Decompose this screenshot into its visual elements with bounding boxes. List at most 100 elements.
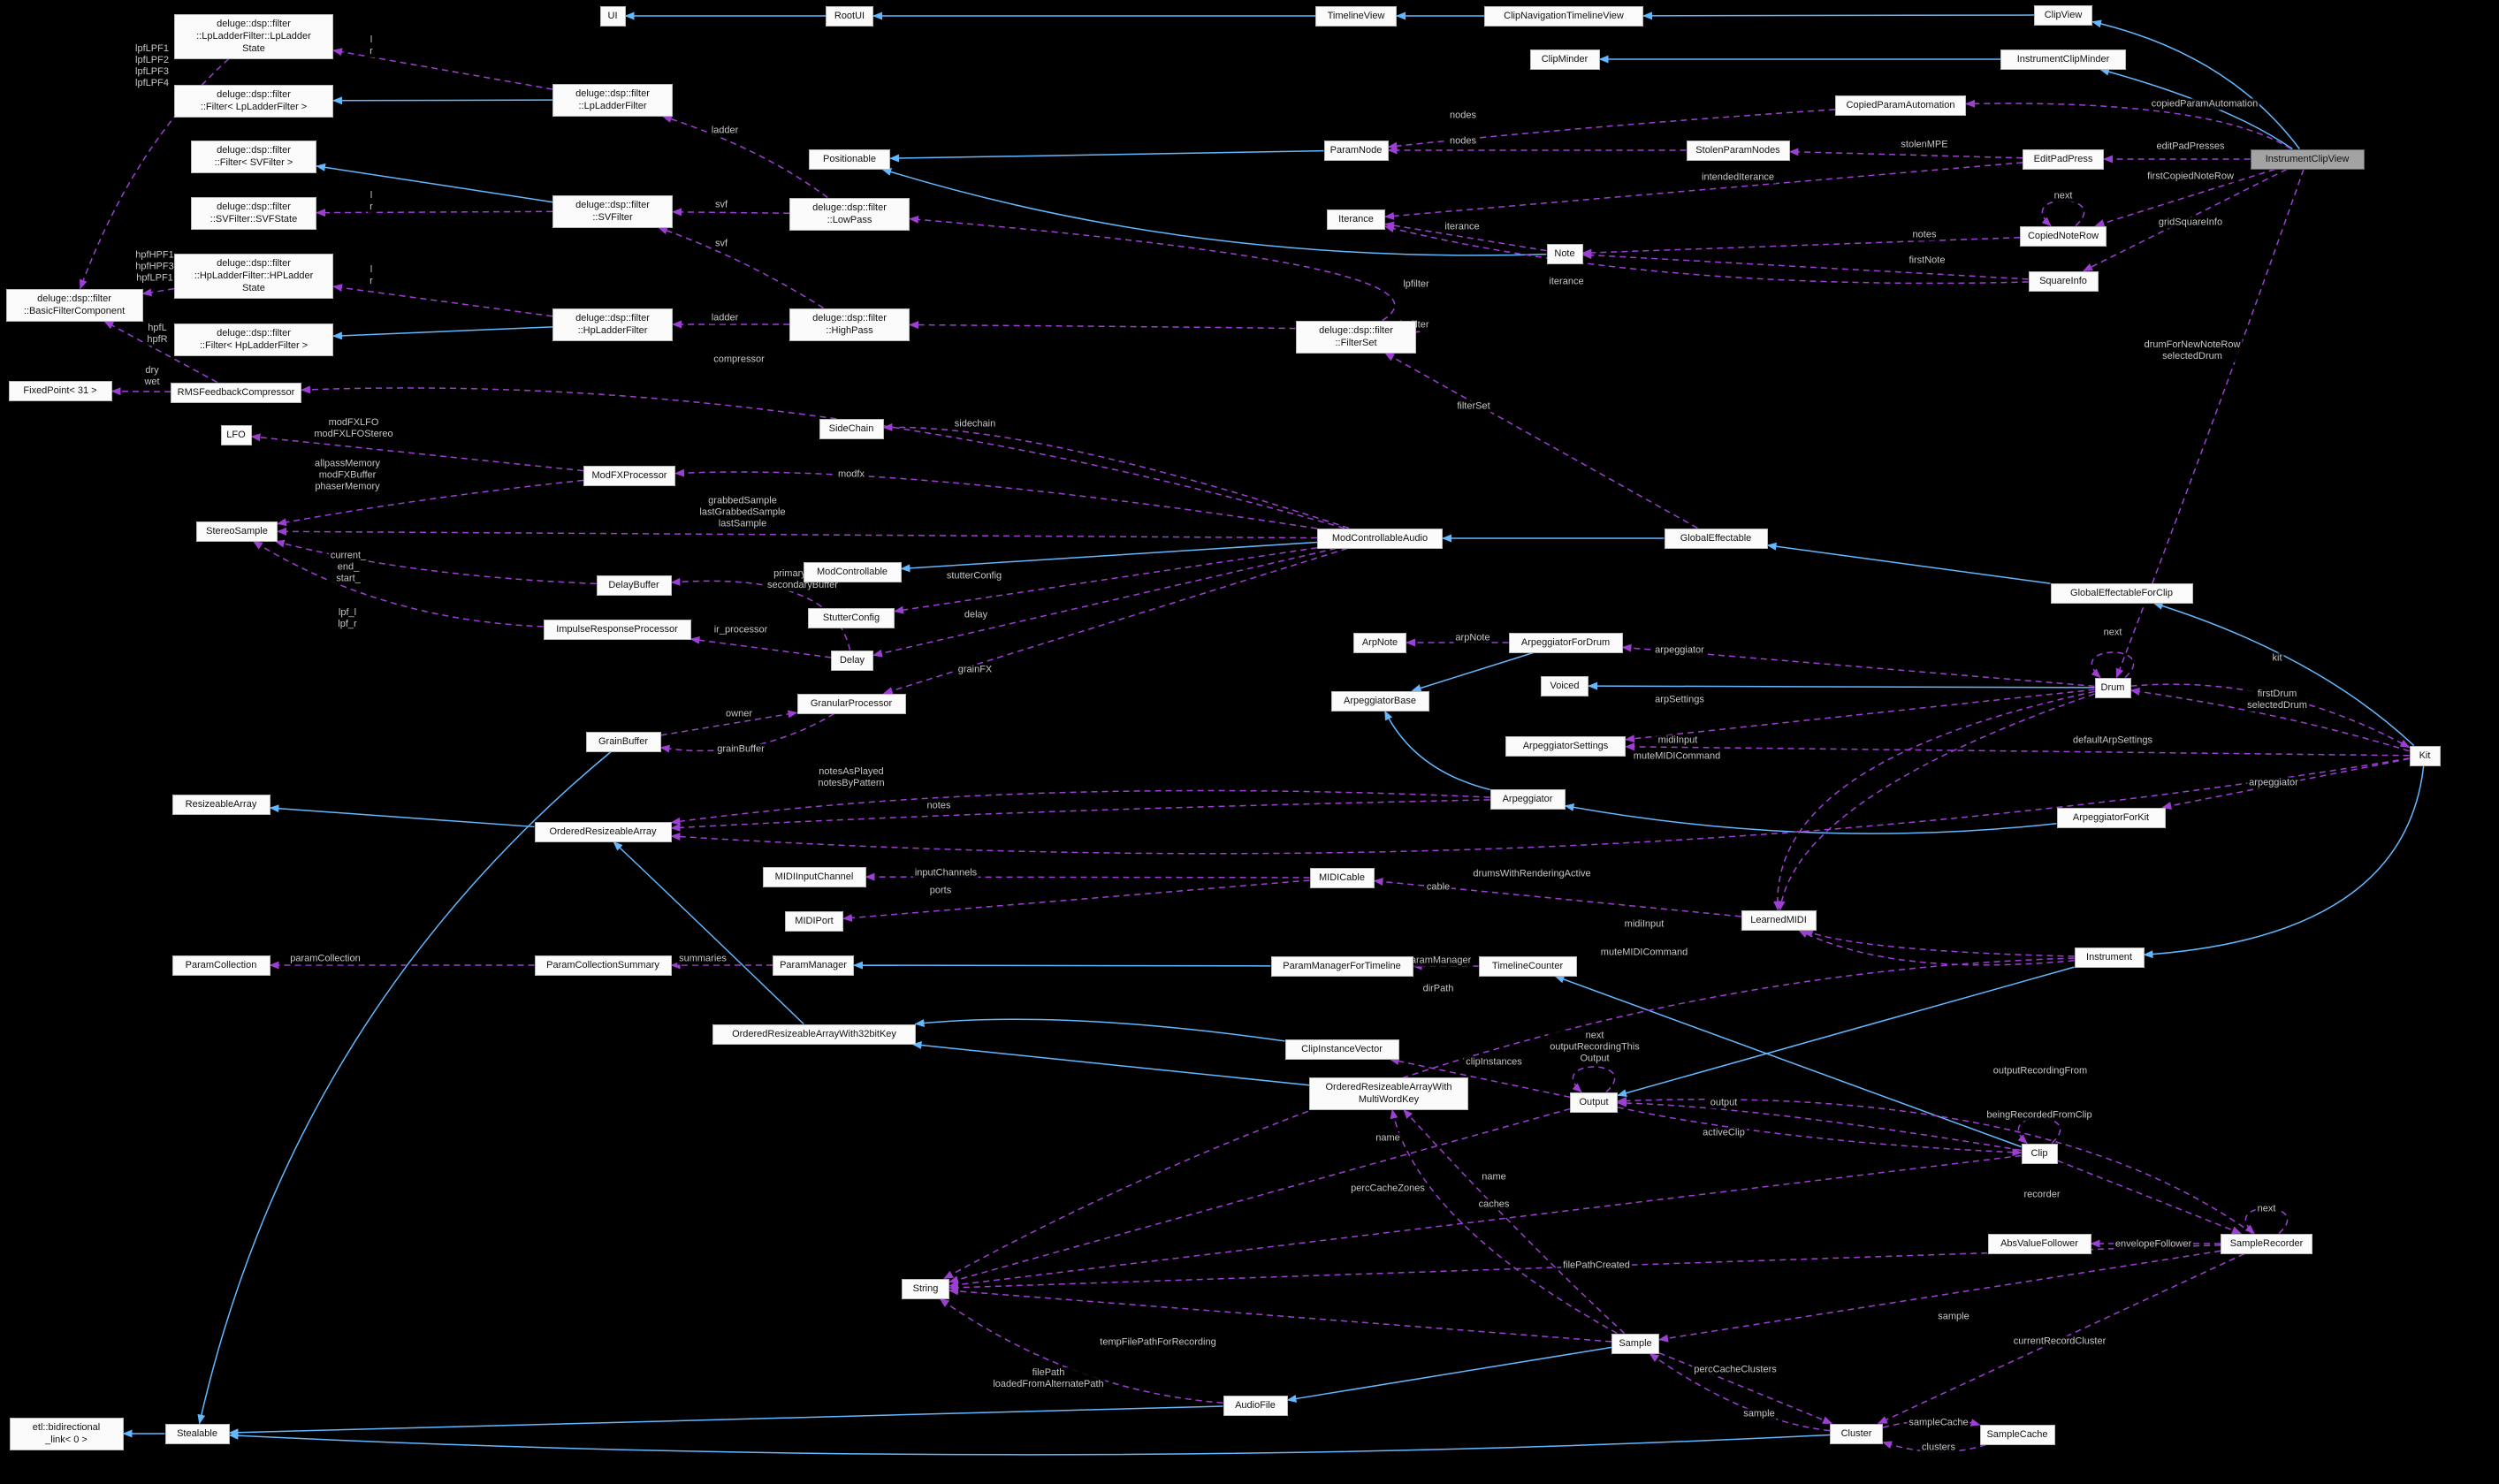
node-ge[interactable]: GlobalEffectable bbox=[1664, 528, 1768, 549]
node-parammanager[interactable]: ParamManager bbox=[773, 955, 854, 976]
node-stealable[interactable]: Stealable bbox=[164, 1423, 230, 1444]
node-squareinfo[interactable]: SquareInfo bbox=[2028, 270, 2099, 292]
node-lpladder[interactable]: deluge::dsp::filter ::LpLadderFilter bbox=[552, 83, 673, 117]
node-arpnote[interactable]: ArpNote bbox=[1353, 632, 1406, 653]
node-cpa[interactable]: CopiedParamAutomation bbox=[1835, 95, 1966, 116]
edge-gefc-ge bbox=[1766, 542, 2051, 584]
node-learnedmidi[interactable]: LearnedMIDI bbox=[1741, 909, 1817, 931]
node-avf[interactable]: AbsValueFollower bbox=[1987, 1233, 2091, 1254]
node-svfilter[interactable]: deluge::dsp::filter ::SVFilter bbox=[552, 194, 673, 228]
node-fixedpoint[interactable]: FixedPoint< 31 > bbox=[8, 380, 112, 401]
node-lfo[interactable]: LFO bbox=[220, 424, 252, 445]
edge-delaybuffer-stereosample bbox=[274, 539, 597, 585]
node-cntv[interactable]: ClipNavigationTimelineView bbox=[1484, 5, 1643, 27]
edge-afk-arpeggiator bbox=[1564, 803, 2057, 834]
node-modcontrollable[interactable]: ModControllable bbox=[803, 561, 902, 582]
node-filterhp[interactable]: deluge::dsp::filter ::Filter< HpLadderFi… bbox=[174, 323, 333, 356]
node-midicable[interactable]: MIDICable bbox=[1309, 867, 1375, 888]
node-clipminder[interactable]: ClipMinder bbox=[1529, 49, 1600, 70]
node-hpladder[interactable]: deluge::dsp::filter ::HpLadderFilter bbox=[552, 308, 673, 341]
node-oramwk[interactable]: OrderedResizeableArrayWith MultiWordKey bbox=[1309, 1077, 1468, 1110]
node-cnr[interactable]: CopiedNoteRow bbox=[2020, 225, 2107, 247]
edge-drum-drum bbox=[2091, 651, 2135, 679]
node-delay[interactable]: Delay bbox=[831, 650, 873, 671]
node-epp[interactable]: EditPadPress bbox=[2023, 148, 2104, 170]
node-afd[interactable]: ArpeggiatorForDrum bbox=[1508, 632, 1623, 653]
node-modfxp[interactable]: ModFXProcessor bbox=[583, 465, 675, 486]
node-positionable[interactable]: Positionable bbox=[809, 148, 890, 170]
node-pcs[interactable]: ParamCollectionSummary bbox=[534, 955, 672, 976]
node-ora32[interactable]: OrderedResizeableArrayWith32bitKey bbox=[712, 1024, 916, 1045]
node-arpeggiator[interactable]: Arpeggiator bbox=[1489, 788, 1566, 810]
node-etl[interactable]: etl::bidirectional _link< 0 > bbox=[9, 1417, 124, 1450]
node-hpstate[interactable]: deluge::dsp::filter ::HpLadderFilter::HP… bbox=[174, 253, 333, 299]
edge-label: current_ end_ start_ bbox=[328, 550, 369, 585]
node-kit[interactable]: Kit bbox=[2409, 745, 2441, 766]
node-scache[interactable]: SampleCache bbox=[1979, 1424, 2055, 1445]
node-icv[interactable]: InstrumentClipView bbox=[2250, 148, 2365, 170]
node-ora[interactable]: OrderedResizeableArray bbox=[534, 821, 672, 842]
node-instrument[interactable]: Instrument bbox=[2074, 947, 2145, 968]
edge-label: delay bbox=[962, 609, 990, 621]
node-stutter[interactable]: StutterConfig bbox=[808, 607, 895, 628]
edge-label: next bbox=[2101, 627, 2124, 639]
node-lpstate[interactable]: deluge::dsp::filter ::LpLadderFilter::Lp… bbox=[174, 13, 333, 59]
node-rootui[interactable]: RootUI bbox=[826, 5, 873, 27]
node-audiofile[interactable]: AudioFile bbox=[1223, 1395, 1288, 1416]
node-civ[interactable]: ClipInstanceVector bbox=[1284, 1039, 1399, 1060]
node-drum[interactable]: Drum bbox=[2094, 677, 2131, 698]
node-tlc[interactable]: TimelineCounter bbox=[1478, 955, 1577, 977]
node-string[interactable]: String bbox=[902, 1278, 949, 1299]
node-midiport[interactable]: MIDIPort bbox=[785, 910, 843, 932]
node-paramcollection[interactable]: ParamCollection bbox=[171, 955, 270, 976]
edge-modfxp-stereosample bbox=[277, 479, 584, 527]
node-filterset[interactable]: deluge::dsp::filter ::FilterSet bbox=[1296, 320, 1416, 354]
node-cluster[interactable]: Cluster bbox=[1830, 1423, 1883, 1444]
node-ui[interactable]: UI bbox=[599, 5, 626, 27]
edge-cnr-note bbox=[1581, 236, 2021, 257]
edge-label: sampleCache bbox=[1907, 1417, 1970, 1429]
node-irp[interactable]: ImpulseResponseProcessor bbox=[543, 619, 691, 640]
node-spn[interactable]: StolenParamNodes bbox=[1686, 140, 1790, 161]
node-clip[interactable]: Clip bbox=[2021, 1143, 2058, 1164]
node-granular[interactable]: GranularProcessor bbox=[796, 693, 906, 714]
node-voiced[interactable]: Voiced bbox=[1541, 675, 1589, 696]
node-gefc[interactable]: GlobalEffectableForClip bbox=[2050, 582, 2193, 604]
node-output[interactable]: Output bbox=[1570, 1092, 1618, 1113]
node-filterlp[interactable]: deluge::dsp::filter ::Filter< LpLadderFi… bbox=[174, 84, 333, 118]
node-grainbuffer[interactable]: GrainBuffer bbox=[585, 731, 661, 752]
edge-squareinfo-note bbox=[1581, 251, 2029, 280]
node-icm[interactable]: InstrumentClipMinder bbox=[2000, 49, 2126, 70]
edge-label: next outputRecordingThis Output bbox=[1548, 1030, 1642, 1065]
node-srec[interactable]: SampleRecorder bbox=[2221, 1233, 2312, 1254]
node-arpsettings[interactable]: ArpeggiatorSettings bbox=[1505, 735, 1626, 757]
node-svfstate[interactable]: deluge::dsp::filter ::SVFilter::SVFState bbox=[191, 196, 316, 230]
node-resizeable[interactable]: ResizeableArray bbox=[171, 794, 270, 815]
edge-lpladder-filterlp bbox=[332, 96, 553, 105]
node-stereosample[interactable]: StereoSample bbox=[196, 521, 278, 542]
node-bfc[interactable]: deluge::dsp::filter ::BasicFilterCompone… bbox=[5, 288, 143, 322]
node-sample[interactable]: Sample bbox=[1611, 1333, 1659, 1354]
node-filtersvf[interactable]: deluge::dsp::filter ::Filter< SVFilter > bbox=[191, 140, 316, 173]
edge-epp-spn bbox=[1788, 148, 2023, 159]
node-arpbase[interactable]: ArpeggiatorBase bbox=[1330, 690, 1429, 712]
node-highpass[interactable]: deluge::dsp::filter ::HighPass bbox=[789, 308, 910, 341]
node-midiinch[interactable]: MIDIInputChannel bbox=[762, 866, 866, 887]
node-iterance[interactable]: Iterance bbox=[1327, 209, 1385, 230]
edge-sample-oramwk bbox=[1390, 1108, 1618, 1335]
node-lowpass[interactable]: deluge::dsp::filter ::LowPass bbox=[789, 197, 910, 231]
edge-label: arpNote bbox=[1453, 632, 1492, 644]
edge-icv-cpa bbox=[1965, 99, 2292, 150]
node-paramnode[interactable]: ParamNode bbox=[1323, 140, 1389, 161]
node-sidechain[interactable]: SideChain bbox=[819, 418, 884, 439]
node-delaybuffer[interactable]: DelayBuffer bbox=[596, 575, 672, 596]
edge-clip-tlc bbox=[1554, 975, 2022, 1148]
node-timelineview[interactable]: TimelineView bbox=[1315, 5, 1397, 27]
node-pmft[interactable]: ParamManagerForTimeline bbox=[1270, 955, 1413, 977]
node-afk[interactable]: ArpeggiatorForKit bbox=[2056, 807, 2166, 828]
edge-paramnode-positionable bbox=[889, 149, 1324, 163]
node-mca[interactable]: ModControllableAudio bbox=[1317, 528, 1443, 549]
node-rms[interactable]: RMSFeedbackCompressor bbox=[171, 382, 301, 403]
node-note[interactable]: Note bbox=[1546, 243, 1583, 264]
node-clipview[interactable]: ClipView bbox=[2034, 4, 2092, 26]
